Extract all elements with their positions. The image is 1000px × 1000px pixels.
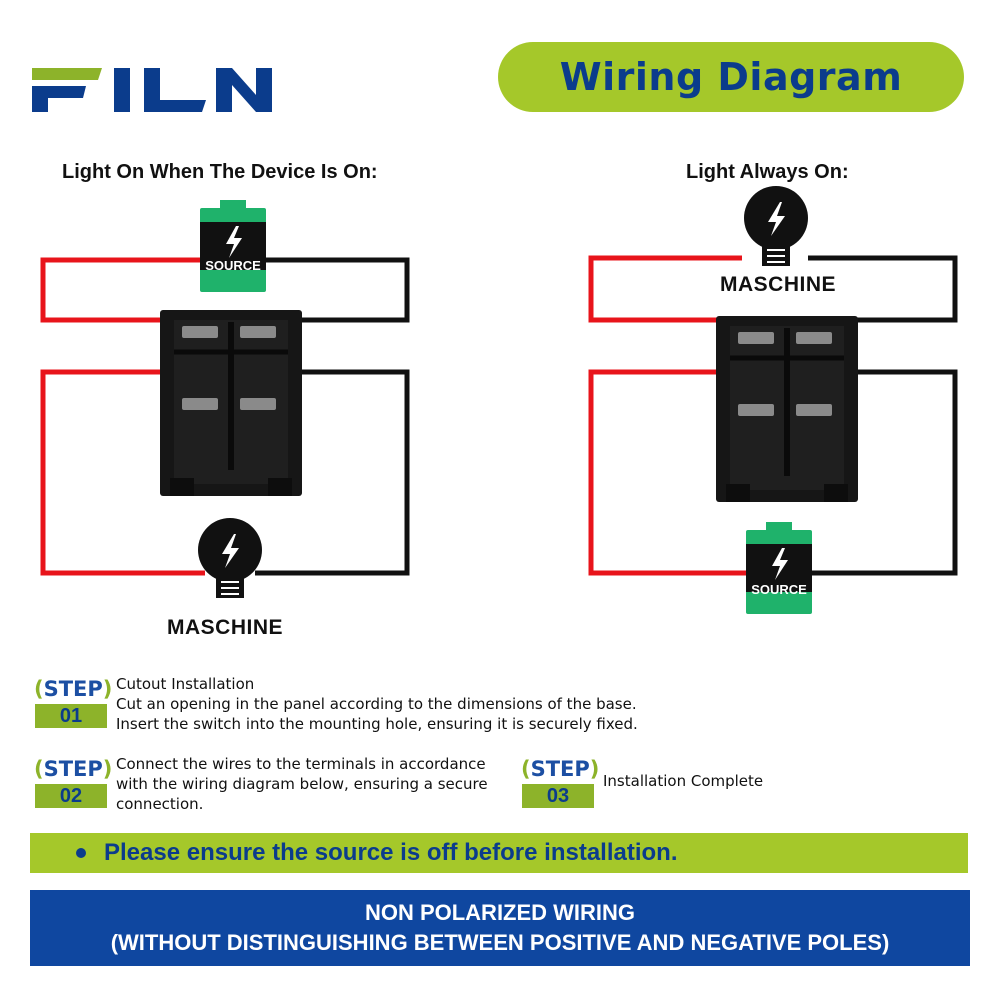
black-wire [255, 369, 410, 576]
step-03-text: Installation Complete [603, 771, 763, 791]
step-line: Cut an opening in the panel according to… [116, 695, 637, 713]
right-source-label: SOURCE [751, 582, 807, 597]
step-02-text: Connect the wires to the terminals in ac… [116, 754, 488, 814]
step-badge-03: (STEP) 03 [521, 757, 600, 808]
step-line: with the wiring diagram below, ensuring … [116, 775, 488, 793]
step-word: STEP [43, 677, 103, 701]
step-line: connection. [116, 795, 204, 813]
footer-banner: NON POLARIZED WIRING (WITHOUT DISTINGUIS… [30, 890, 970, 966]
step-number: 03 [522, 784, 594, 808]
step-line: Connect the wires to the terminals in ac… [116, 755, 486, 773]
title-badge: Wiring Diagram [498, 42, 964, 112]
bullet-icon [76, 848, 86, 858]
left-wiring [40, 257, 410, 576]
footer-line-1: NON POLARIZED WIRING [364, 900, 636, 925]
right-wiring [588, 255, 958, 576]
black-wire [810, 369, 958, 576]
battery-bolt-icon [200, 200, 266, 292]
red-wire [40, 369, 205, 576]
step-01-text: Cutout Installation Cut an opening in th… [116, 674, 638, 734]
bulb-bolt-icon [198, 518, 262, 598]
footer-line-2: (WITHOUT DISTINGUISHING BETWEEN POSITIVE… [110, 930, 890, 955]
right-load-label: MASCHINE [720, 273, 837, 296]
wiring-diagrams [40, 186, 958, 614]
step-badge-01: (STEP) 01 [34, 677, 113, 728]
bulb-bolt-icon [744, 186, 808, 266]
black-wire [262, 257, 410, 323]
left-source-label: SOURCE [205, 258, 261, 273]
rocker-switch [716, 316, 858, 502]
right-diagram-subtitle: Light Always On: [686, 161, 849, 183]
rocker-switch [160, 310, 302, 496]
red-wire [588, 255, 742, 323]
step-line: Cutout Installation [116, 675, 255, 693]
left-diagram-subtitle: Light On When The Device Is On: [62, 161, 378, 183]
red-wire [588, 369, 750, 576]
red-wire [40, 257, 202, 323]
step-word: STEP [530, 757, 590, 781]
black-wire [808, 255, 958, 323]
step-line: Insert the switch into the mounting hole… [116, 715, 638, 733]
safety-notice-text: Please ensure the source is off before i… [104, 839, 678, 866]
filn-logo [32, 68, 272, 112]
left-load-label: MASCHINE [167, 616, 284, 639]
step-number: 01 [35, 704, 107, 728]
step-word: STEP [43, 757, 103, 781]
step-number: 02 [35, 784, 107, 808]
page-title: Wiring Diagram [559, 55, 903, 99]
safety-notice: Please ensure the source is off before i… [30, 833, 968, 873]
step-badge-02: (STEP) 02 [34, 757, 113, 808]
step-line: Installation Complete [603, 772, 764, 790]
battery-bolt-icon [746, 522, 812, 614]
